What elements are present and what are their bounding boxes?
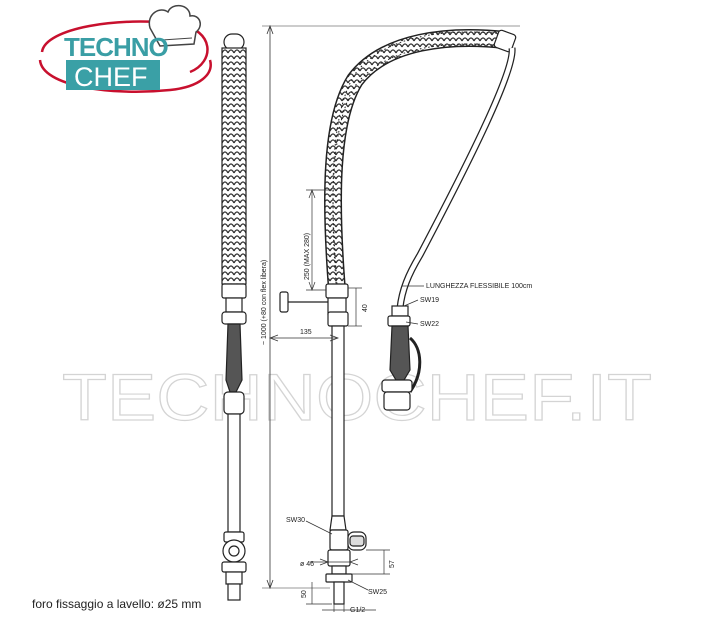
arch-end-cap bbox=[493, 29, 517, 53]
sink-hole-caption: foro fissaggio a lavello: ø25 mm bbox=[32, 597, 202, 611]
spray-handle bbox=[389, 325, 411, 381]
side-view bbox=[221, 33, 247, 601]
front-view bbox=[279, 29, 517, 605]
logo-chef: CHEF bbox=[74, 62, 148, 92]
h57-label: 57 bbox=[389, 560, 396, 568]
spray-nozzle bbox=[383, 391, 411, 411]
wall-bracket bbox=[279, 291, 289, 313]
side-riser-pipe bbox=[227, 413, 241, 533]
side-handle bbox=[225, 323, 243, 393]
hose-length-label: LUNGHEZZA FLESSIBILE 100cm bbox=[426, 283, 532, 290]
front-dimensions bbox=[269, 189, 424, 612]
chef-hat-icon bbox=[148, 4, 201, 47]
sw19-label: SW19 bbox=[420, 297, 439, 304]
technochef-logo: TECHNO CHEF bbox=[38, 4, 212, 93]
sw22-label: SW22 bbox=[420, 321, 439, 328]
h50-label: 50 bbox=[301, 590, 308, 598]
sw30-label: SW30 bbox=[286, 517, 305, 524]
sw25-label: SW25 bbox=[368, 589, 387, 596]
h40-label: 40 bbox=[362, 304, 369, 312]
total-height-label: ~ 1000 (+80 con flex libera) bbox=[261, 260, 268, 345]
dimension-labels: 250 (MAX 280) 40 135 LUNGHEZZA FLESSIBIL… bbox=[286, 233, 532, 614]
overall-height-dimension bbox=[262, 24, 520, 590]
thread-label: G1/2 bbox=[350, 607, 365, 614]
side-spring bbox=[221, 47, 247, 285]
watermark: TECHNOCHEF.IT bbox=[62, 360, 652, 434]
spray-lever bbox=[408, 336, 422, 393]
spring-length-label: 250 (MAX 280) bbox=[304, 233, 311, 280]
logo-techno: TECHNO bbox=[64, 32, 169, 62]
front-riser-pipe bbox=[331, 325, 345, 517]
support-arm bbox=[396, 47, 516, 309]
dia46-label: ø 46 bbox=[300, 561, 314, 568]
logo-chef-box bbox=[66, 60, 160, 90]
offset-label: 135 bbox=[300, 329, 312, 336]
